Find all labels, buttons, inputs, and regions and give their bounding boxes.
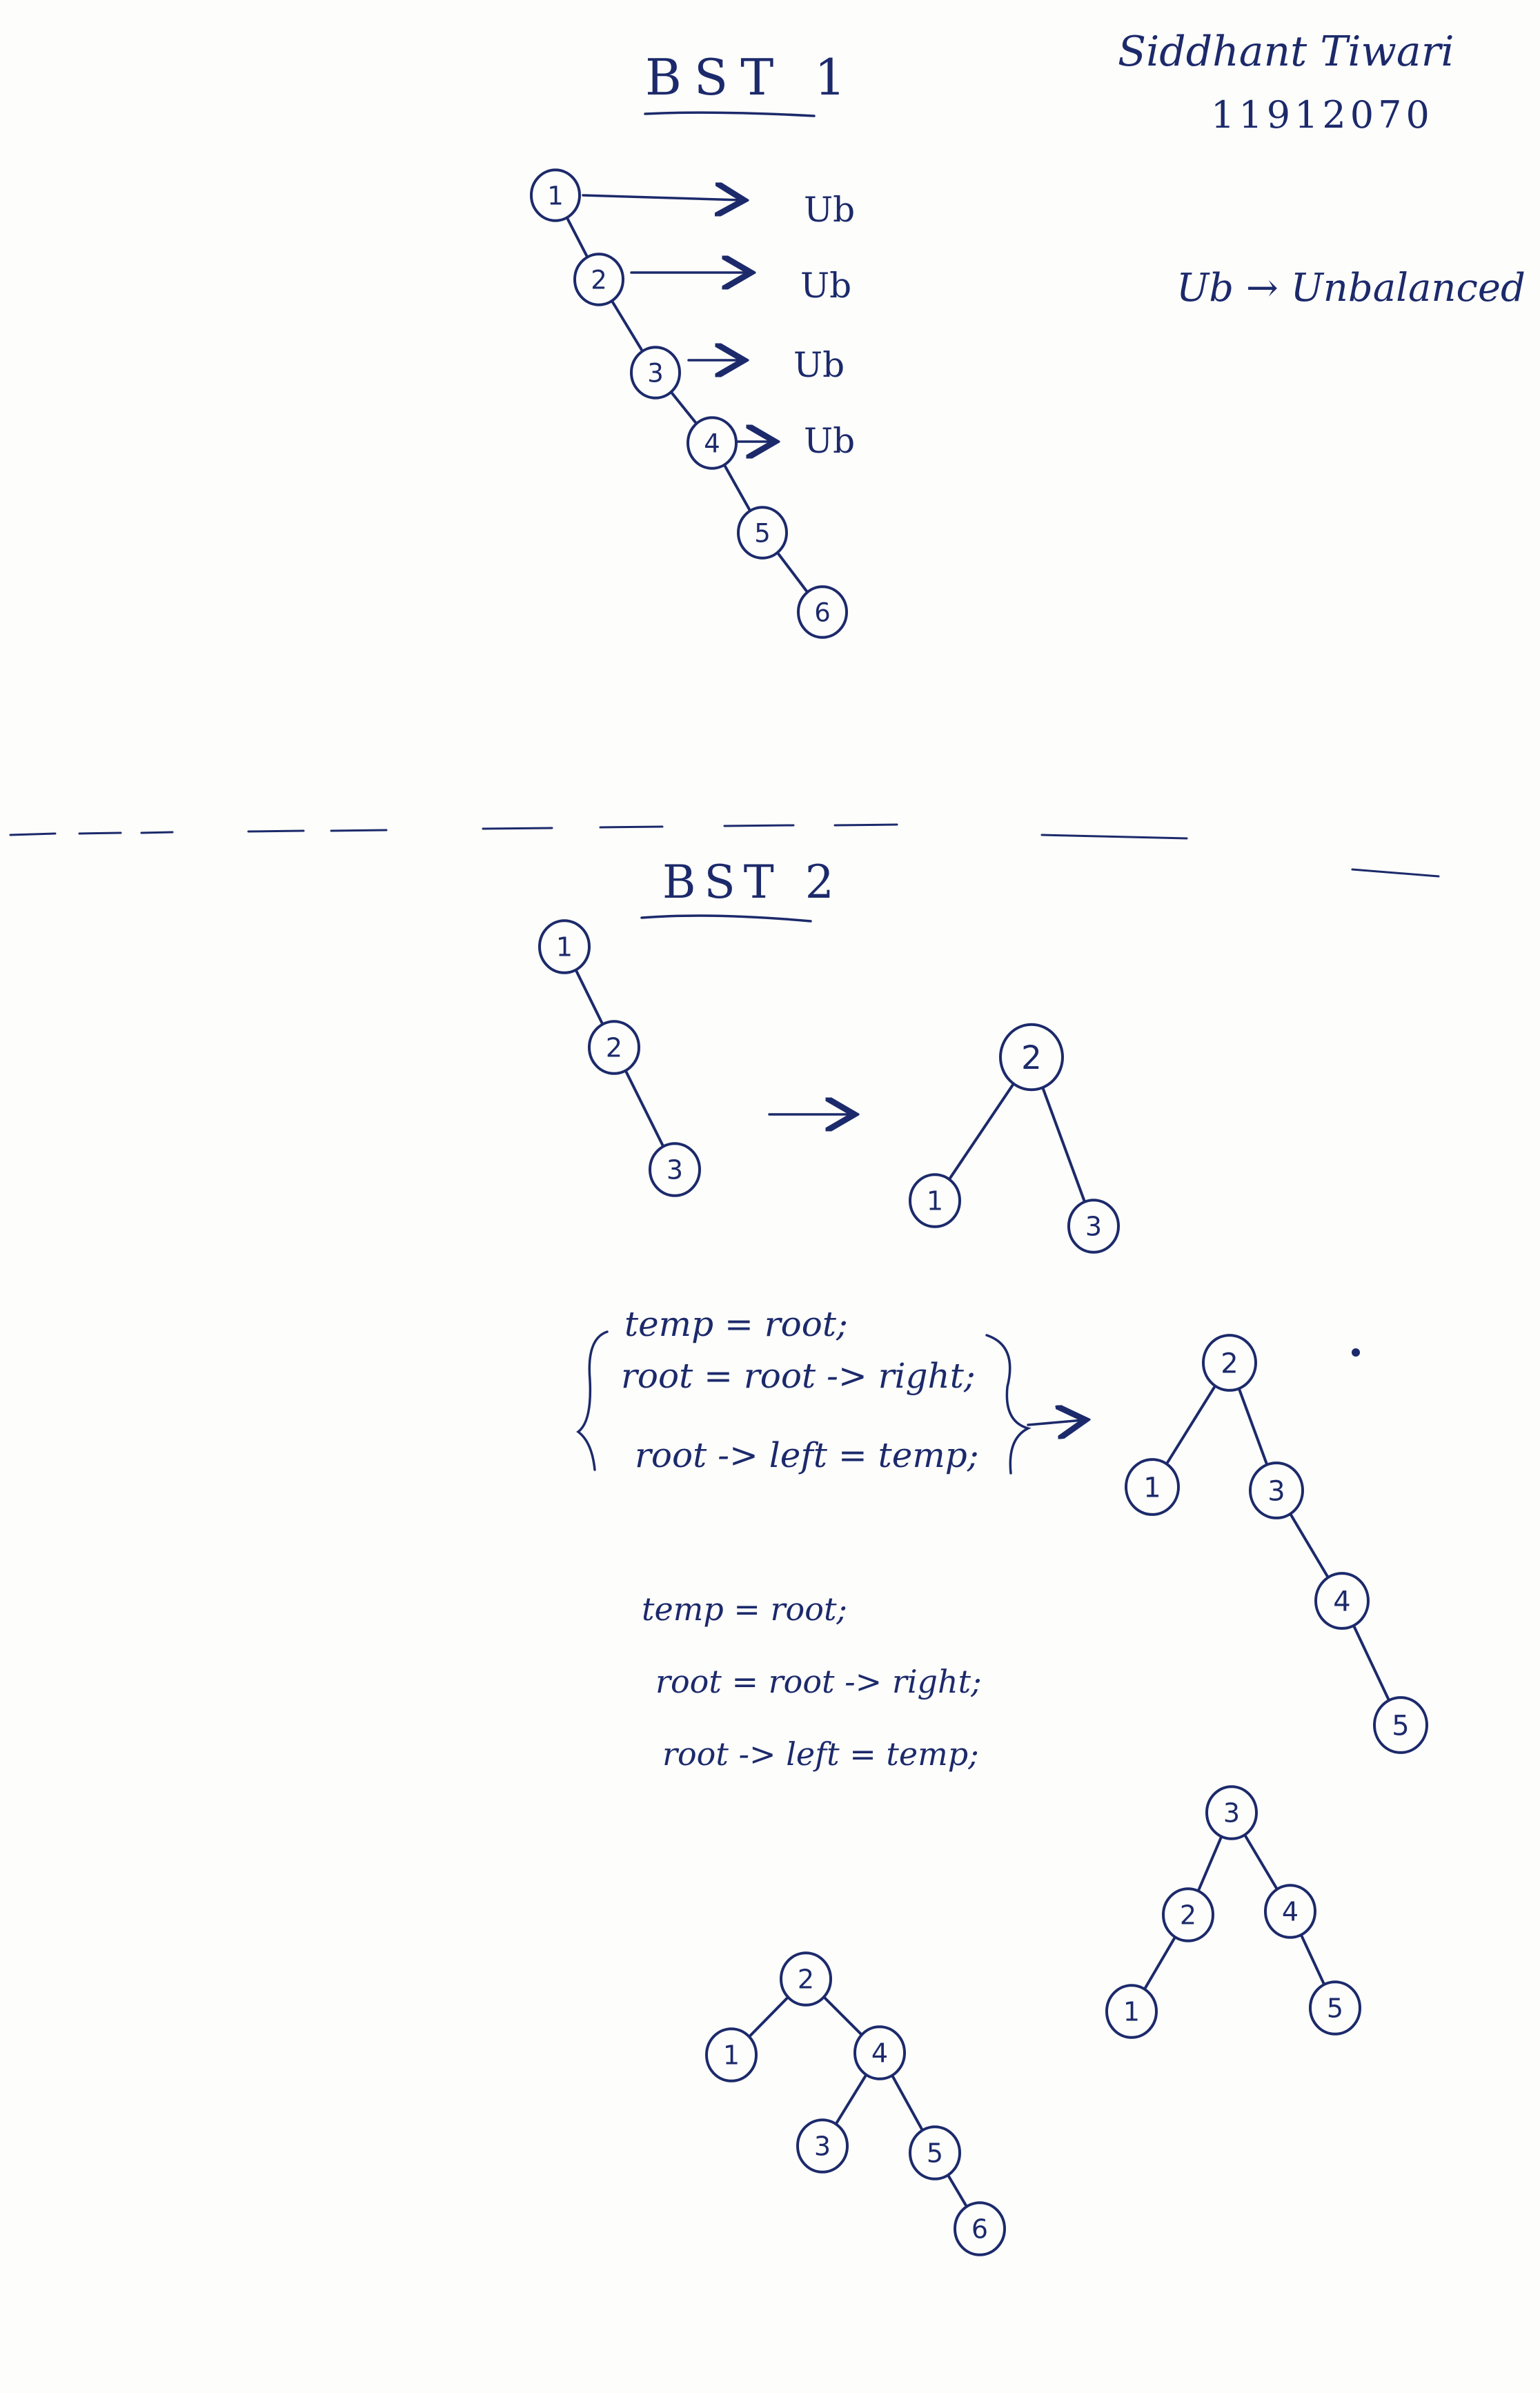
treeB-node-2: 2 [1162, 1887, 1214, 1942]
legend: Ub → Unbalanced [1176, 266, 1526, 311]
treeA-node-2: 2 [1202, 1334, 1257, 1392]
code2-line-3: root -> left = temp; [662, 1735, 979, 1773]
treeC-node-4-label: 4 [871, 2038, 888, 2069]
bst1-node-6: 6 [797, 585, 848, 639]
author-name: Siddhant Tiwari [1118, 28, 1454, 76]
separator-dash-5 [330, 829, 388, 832]
treeC-node-6: 6 [954, 2201, 1006, 2256]
separator-dash-8 [723, 824, 795, 827]
treeA-node-3-label: 3 [1267, 1475, 1285, 1507]
legend-meaning: Unbalanced [1290, 266, 1526, 311]
legend-arrow: → [1245, 266, 1279, 311]
treeC-node-6-label: 6 [971, 2214, 988, 2245]
bst2-title-underline [640, 914, 812, 923]
treeC-node-3-label: 3 [814, 2131, 831, 2162]
legend-key: Ub [1176, 266, 1234, 311]
treeC-node-1: 1 [705, 2027, 758, 2082]
bst2-before-node-1: 1 [538, 919, 591, 974]
treeB-node-4-label: 4 [1282, 1897, 1299, 1927]
treeA-node-5: 5 [1373, 1696, 1428, 1754]
treeA-node-4-label: 4 [1333, 1586, 1350, 1617]
treeA-node-5-label: 5 [1392, 1710, 1409, 1742]
treeA-node-1: 1 [1125, 1458, 1180, 1516]
treeB-node-1-label: 1 [1123, 1997, 1140, 2027]
bst2-after-node-2: 2 [999, 1023, 1064, 1092]
bst1-node-5-label: 5 [754, 518, 771, 548]
bst2-after-node-2-label: 2 [1021, 1039, 1042, 1077]
bst1-title: BST 1 [645, 48, 858, 106]
separator-dash-1 [9, 832, 57, 836]
treeB-node-5: 5 [1309, 1980, 1361, 2036]
bst1-node-1-label: 1 [547, 181, 564, 210]
bst2-title: BST 2 [662, 856, 842, 909]
treeA-node-1-label: 1 [1143, 1472, 1161, 1504]
treeB-node-3-label: 3 [1223, 1798, 1240, 1829]
bst1-node-3-label: 3 [647, 358, 664, 388]
treeB-node-1: 1 [1105, 1984, 1158, 2039]
bst2-after-node-1-label: 1 [927, 1186, 943, 1217]
treeC-node-2: 2 [780, 1951, 832, 2007]
code1-line-2: root = root -> right; [621, 1356, 976, 1396]
bst1-label-4: Ub [804, 421, 856, 461]
treeB-node-3: 3 [1205, 1785, 1258, 1840]
separator-dash-6 [482, 827, 553, 830]
code1-line-1: temp = root; [624, 1304, 848, 1344]
bst1-label-2: Ub [800, 266, 852, 306]
treeB-node-4: 4 [1264, 1884, 1316, 1939]
bst2-after-node-3: 3 [1067, 1199, 1120, 1254]
treeA-node-3: 3 [1249, 1461, 1304, 1519]
treeB-node-5-label: 5 [1327, 1993, 1343, 2024]
code1-result-arrow [1027, 1420, 1083, 1425]
bst1-node-1: 1 [530, 168, 581, 222]
code2-line-1: temp = root; [642, 1591, 847, 1628]
bst1-node-2-label: 2 [591, 265, 607, 295]
bst2-after-node-1: 1 [909, 1173, 961, 1228]
bst2-before-node-1-label: 1 [556, 932, 573, 963]
bst2-before-node-2: 2 [588, 1020, 640, 1075]
bst1-node-4: 4 [687, 416, 738, 470]
bst1-node-5: 5 [737, 506, 788, 560]
bst2-before-node-3-label: 3 [667, 1155, 683, 1185]
separator-dash-10 [1040, 834, 1188, 840]
code2-line-2: root = root -> right; [655, 1663, 982, 1700]
bst1-label-1: Ub [804, 190, 856, 230]
treeC-node-3: 3 [796, 2118, 849, 2174]
author-id: 11912070 [1211, 93, 1434, 137]
treeC-node-5-label: 5 [927, 2138, 943, 2169]
bst1-title-underline [644, 111, 816, 117]
ink-dot [1352, 1348, 1360, 1357]
separator-dash-11 [1351, 868, 1440, 878]
treeC-node-1-label: 1 [723, 2040, 740, 2071]
bst1-label-3: Ub [793, 345, 845, 385]
treeA-node-2-label: 2 [1221, 1348, 1238, 1379]
bst1-node-4-label: 4 [704, 429, 720, 458]
treeC-node-5: 5 [909, 2125, 961, 2180]
treeB-node-2-label: 2 [1180, 1900, 1196, 1931]
bst1-node-6-label: 6 [814, 598, 831, 627]
bst1-node-2: 2 [573, 253, 624, 306]
separator-dash-2 [78, 831, 122, 835]
treeA-node-4: 4 [1314, 1572, 1370, 1630]
bst1-node-3: 3 [630, 346, 681, 400]
code1-line-3: root -> left = temp; [635, 1435, 979, 1475]
bst1-arrow-1 [582, 195, 742, 200]
bst2-after-node-3-label: 3 [1085, 1212, 1102, 1242]
treeC-node-4: 4 [853, 2025, 906, 2080]
code1-right-brace [985, 1334, 1031, 1475]
treeC-node-2-label: 2 [798, 1964, 814, 1995]
separator-dash-3 [140, 831, 174, 834]
bst2-before-node-3: 3 [649, 1142, 701, 1197]
code1-left-brace [576, 1330, 609, 1471]
bst2-before-node-2-label: 2 [606, 1033, 622, 1063]
